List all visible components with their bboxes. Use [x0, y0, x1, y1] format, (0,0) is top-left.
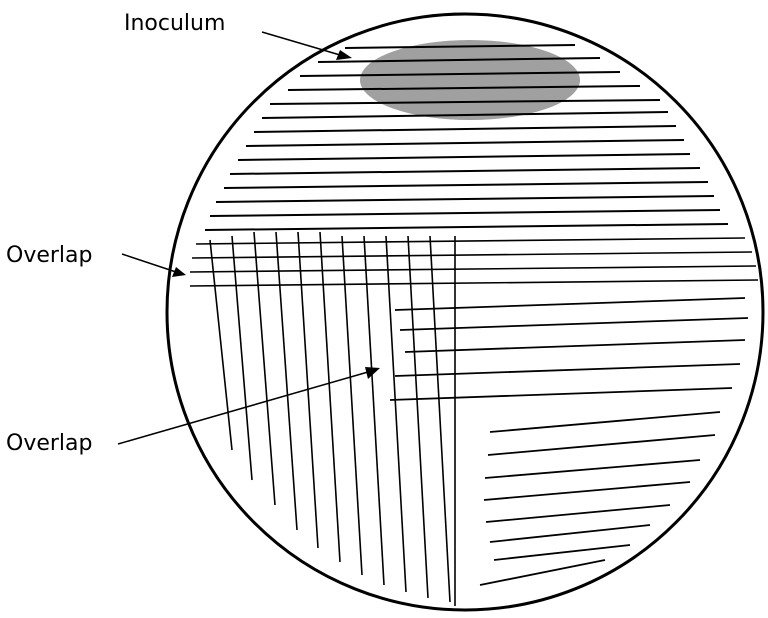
- streak-line: [363, 235, 385, 586]
- streak-line: [493, 544, 631, 561]
- streak-line: [394, 297, 746, 311]
- streak-line: [191, 251, 753, 259]
- streak-line: [489, 411, 721, 433]
- streak-line: [399, 317, 749, 331]
- streak-line: [317, 57, 601, 63]
- streak-line: [483, 481, 691, 501]
- streak-line: [223, 181, 709, 189]
- streak-line: [253, 125, 677, 133]
- streak-line: [394, 363, 741, 377]
- streak-line: [229, 167, 701, 175]
- streak-line: [404, 339, 746, 353]
- streak-line: [429, 235, 451, 603]
- streak-line: [385, 235, 407, 593]
- second-streak-lines: [189, 237, 759, 287]
- streak-line: [209, 239, 233, 451]
- streak-line: [189, 265, 757, 273]
- overlap-label-top: Overlap: [6, 243, 92, 268]
- streak-line: [261, 111, 669, 119]
- streak-line: [389, 387, 733, 401]
- inoculum-arrow: [261, 31, 352, 60]
- streak-line: [269, 99, 661, 105]
- streak-line: [341, 235, 363, 576]
- primary-streak-lines: [204, 44, 729, 231]
- streak-line: [237, 153, 691, 161]
- streak-line: [319, 231, 341, 563]
- streak-line: [195, 237, 746, 245]
- streak-line: [209, 209, 721, 217]
- streak-line: [253, 231, 276, 506]
- petri-dish: [165, 12, 765, 612]
- streak-line: [489, 524, 651, 543]
- streak-line: [287, 85, 641, 91]
- inoculum-area: [360, 40, 580, 120]
- third-streak-lines: [209, 231, 456, 606]
- streak-line: [275, 231, 298, 531]
- overlap-arrow-bottom: [117, 367, 380, 445]
- streak-line: [245, 139, 685, 147]
- streak-line: [344, 44, 576, 49]
- overlap-arrow-top: [121, 253, 186, 277]
- fourth-streak-lines: [389, 297, 749, 586]
- inoculum-label: Inoculum: [124, 11, 225, 36]
- streak-line: [484, 459, 701, 479]
- overlap-label-bottom: Overlap: [6, 431, 92, 456]
- streak-line: [215, 195, 715, 203]
- streak-line: [407, 235, 429, 599]
- streak-line: [231, 235, 253, 481]
- streak-line: [479, 559, 606, 586]
- streak-line: [485, 504, 671, 523]
- streak-line: [299, 71, 621, 77]
- streak-line: [487, 434, 716, 456]
- streak-line: [204, 223, 729, 231]
- streak-line: [189, 279, 759, 287]
